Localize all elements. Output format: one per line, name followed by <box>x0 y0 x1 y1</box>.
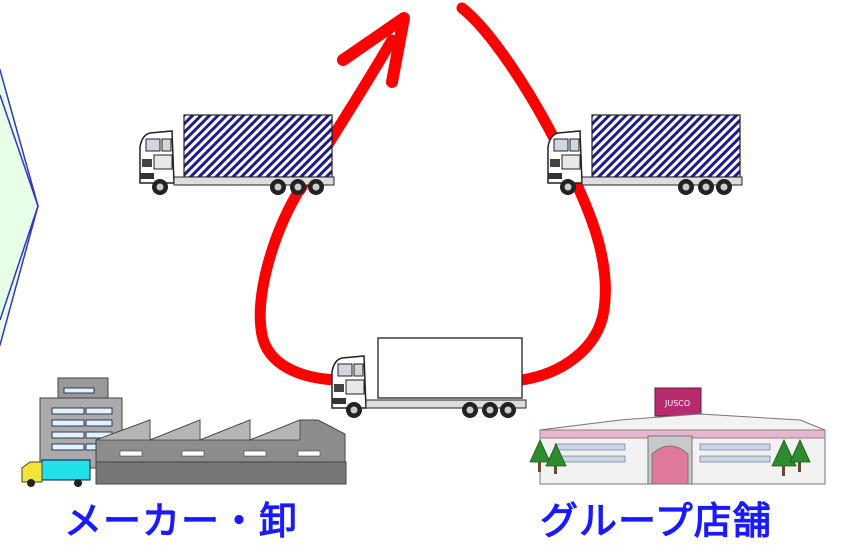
truck-icon-bottom <box>331 337 527 418</box>
store-sign-text: JUSCO <box>664 399 690 408</box>
group-store-label: グループ店舗 <box>540 499 772 543</box>
route-right-arc <box>456 2 611 386</box>
truck-icon-upper-left <box>139 114 335 195</box>
route-loop <box>254 2 611 386</box>
route-left-arc <box>254 186 341 386</box>
store-icon: JUSCO <box>529 387 826 485</box>
chevron-arrow-edge <box>0 94 39 321</box>
truck-icon-upper-right <box>547 114 743 195</box>
route-arrowhead <box>337 12 410 88</box>
chevron-arrow <box>0 69 39 346</box>
maker-wholesaler-label: メーカー・卸 <box>64 499 299 543</box>
factory-icon <box>21 377 347 487</box>
